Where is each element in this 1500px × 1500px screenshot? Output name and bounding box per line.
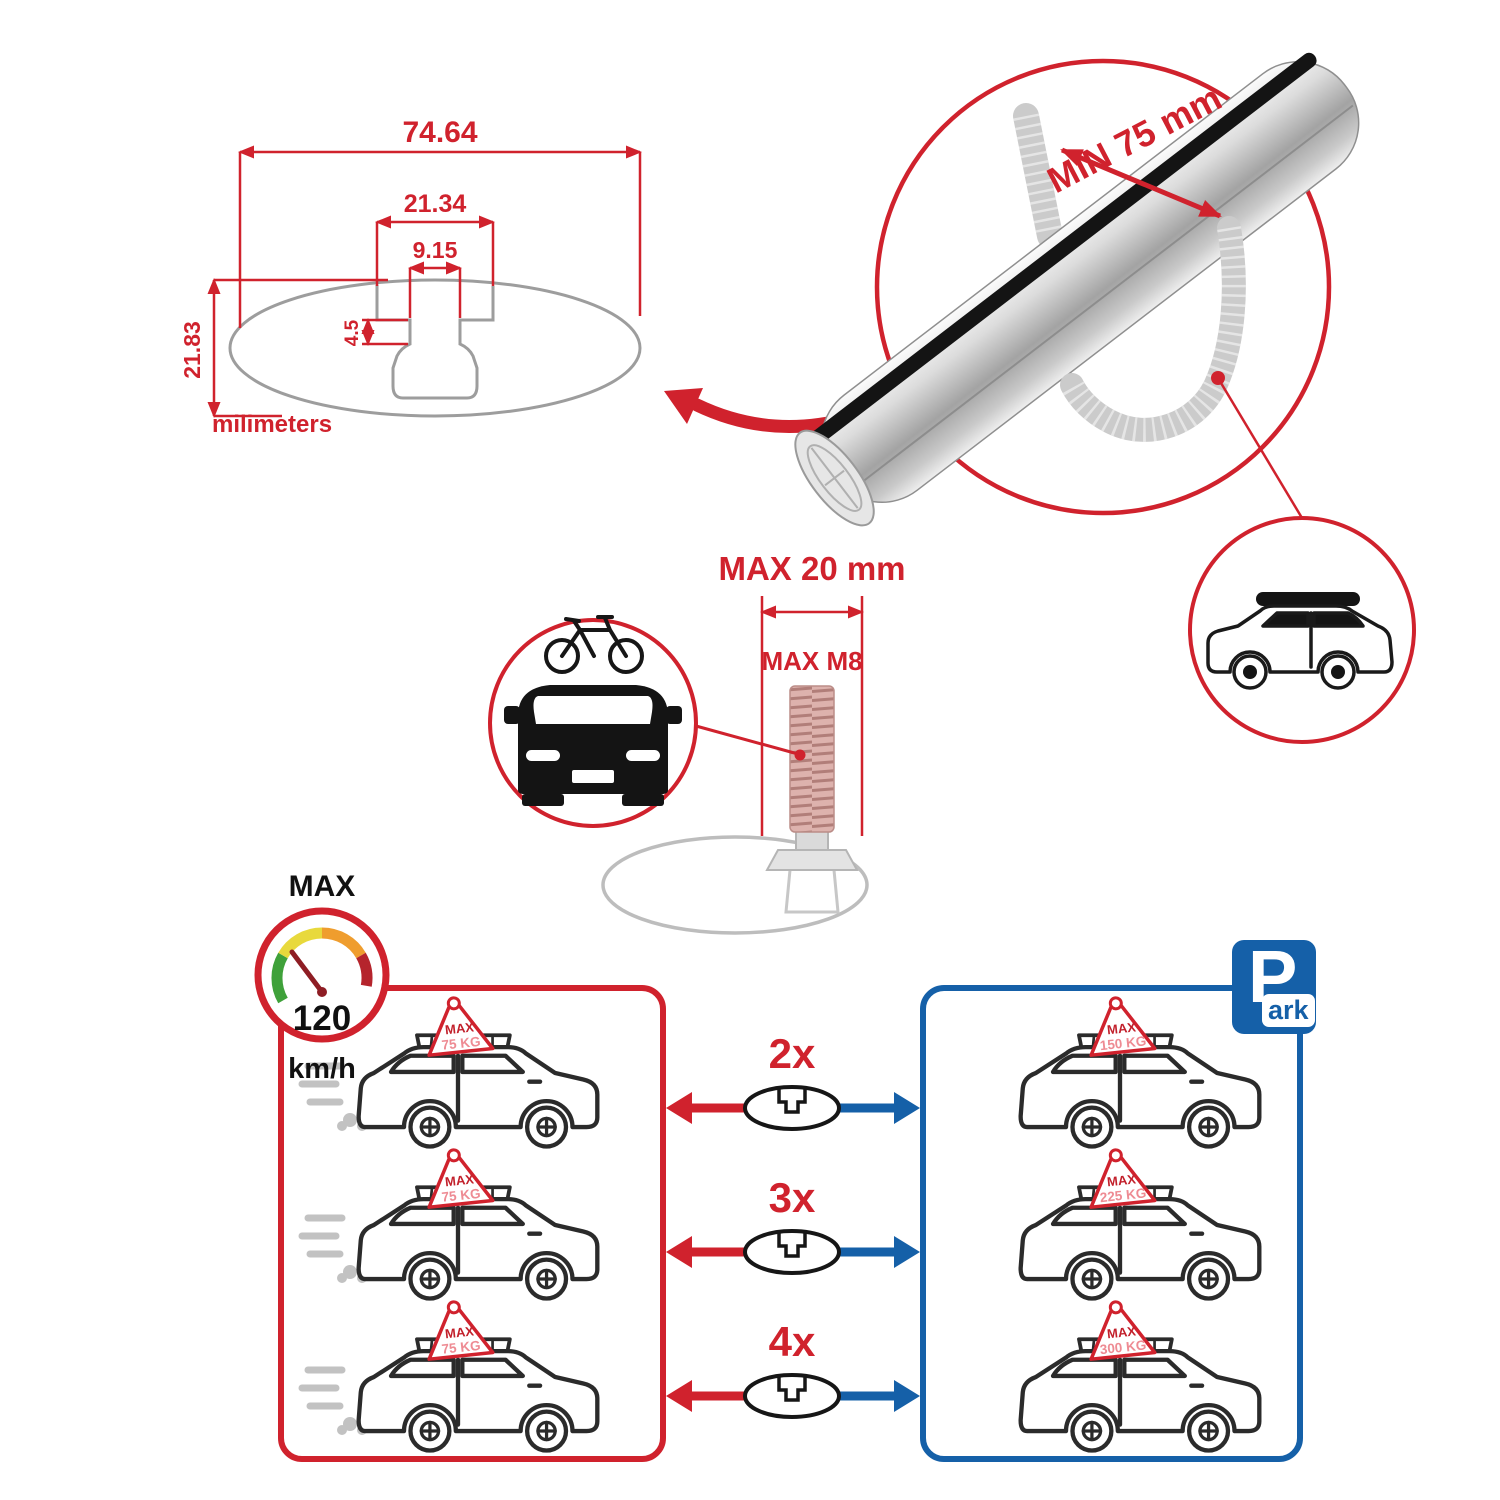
crossbar-oval-icon xyxy=(743,1373,841,1419)
quantity-label: 2x xyxy=(769,1030,816,1077)
clamp-strap-rear xyxy=(1013,103,1063,249)
dim-lip-depth: 4.5 xyxy=(342,319,363,346)
max-load-value: 75 KG xyxy=(441,1034,481,1053)
parking-sign: P ark xyxy=(1232,935,1316,1034)
max-load-value: 300 KG xyxy=(1099,1337,1147,1357)
suv-with-roofbox-illustration xyxy=(1206,592,1394,690)
speed-limit-gauge: MAX 120 km/h xyxy=(240,870,404,1086)
quantity-label: 4x xyxy=(769,1318,816,1365)
bar-quantity-rows: 2x 3x 4x xyxy=(666,1030,920,1419)
car-illustration xyxy=(359,1187,598,1298)
max-load-value: 75 KG xyxy=(441,1186,481,1205)
crossbar-cross-section-diagram: 74.64 21.34 9.15 4.5 21.83 milimeters xyxy=(179,116,857,438)
max-load-value: 225 KG xyxy=(1099,1185,1147,1205)
clamp-strap-front xyxy=(1060,216,1246,442)
tbolt-fitting-diagram: MAX 20 mm MAX M8 xyxy=(488,550,906,935)
driving-car-row-1: MAX 75 KG xyxy=(292,992,652,1160)
min-span-arrow-icon xyxy=(1060,147,1222,219)
max-load-label: MAX xyxy=(1106,1323,1137,1341)
bicycle-icon xyxy=(544,615,644,674)
zoom-circle xyxy=(874,58,1332,516)
quantity-row-3x: 3x xyxy=(666,1174,920,1275)
oval-profile-outline xyxy=(228,278,642,418)
parking-car-row-2: MAX 225 KG xyxy=(942,1144,1302,1312)
aluminium-bar xyxy=(794,52,1360,527)
quantity-label: 3x xyxy=(769,1174,816,1221)
max-load-value: 150 KG xyxy=(1099,1033,1147,1053)
max-load-label: MAX xyxy=(1106,1171,1137,1189)
bolt-dimension-lines xyxy=(760,596,864,836)
crossbar-render: MIN 75 mm xyxy=(794,52,1416,744)
dim-recess-width: 21.34 xyxy=(404,190,467,218)
parking-car-row-3: MAX 300 KG xyxy=(942,1296,1302,1464)
dimension-lines xyxy=(207,145,642,418)
crossbar-oval-icon xyxy=(743,1085,841,1131)
crossbar-oval-icon xyxy=(743,1229,841,1275)
quantity-row-2x: 2x xyxy=(666,1030,920,1131)
leader-dot xyxy=(794,749,806,761)
max-load-tag: MAX 225 KG xyxy=(1083,1144,1157,1209)
max-load-tag: MAX 75 KG xyxy=(421,1144,495,1209)
callout-leader-line xyxy=(1216,377,1304,519)
car-illustration xyxy=(1021,1339,1260,1450)
max-load-tag: MAX 150 KG xyxy=(1083,992,1157,1057)
dim-total-height: 21.83 xyxy=(179,321,205,379)
max-load-tag: MAX 75 KG xyxy=(421,992,495,1057)
dim-slot-width: 9.15 xyxy=(413,237,458,263)
tbolt-illustration xyxy=(765,685,859,871)
unit-label: milimeters xyxy=(212,411,332,438)
circle-to-bolt-leader xyxy=(695,724,799,756)
max-load-label: MAX xyxy=(444,1171,475,1189)
car-illustration xyxy=(359,1339,598,1450)
dim-total-width: 74.64 xyxy=(402,116,477,149)
max-load-label: MAX xyxy=(444,1019,475,1037)
parking-car-row-1: MAX 150 KG xyxy=(942,992,1302,1160)
max-load-tag: MAX 75 KG xyxy=(421,1296,495,1361)
car-illustration xyxy=(1021,1187,1260,1298)
car-front-illustration xyxy=(504,685,682,806)
speedometer-icon: 120 xyxy=(254,907,390,1043)
quantity-row-4x: 4x xyxy=(666,1318,920,1419)
speed-unit-label: km/h xyxy=(288,1053,356,1085)
ghost-slot-cavity xyxy=(784,869,840,914)
speed-value: 120 xyxy=(293,999,351,1038)
max-load-tag: MAX 300 KG xyxy=(1083,1296,1157,1361)
parking-sign-text: ark xyxy=(1262,994,1315,1027)
car-illustration xyxy=(1021,1035,1260,1146)
max-load-value: 75 KG xyxy=(441,1338,481,1357)
max-load-label: MAX xyxy=(444,1323,475,1341)
ghost-bar-cross-section xyxy=(601,835,869,935)
max-width-label: MAX 20 mm xyxy=(718,550,905,587)
max-load-label: MAX xyxy=(1106,1019,1137,1037)
driving-car-row-2: MAX 75 KG xyxy=(292,1144,652,1312)
max-thread-label: MAX M8 xyxy=(761,646,862,676)
driving-car-row-3: MAX 75 KG xyxy=(292,1296,652,1464)
speed-max-label: MAX xyxy=(288,870,356,903)
